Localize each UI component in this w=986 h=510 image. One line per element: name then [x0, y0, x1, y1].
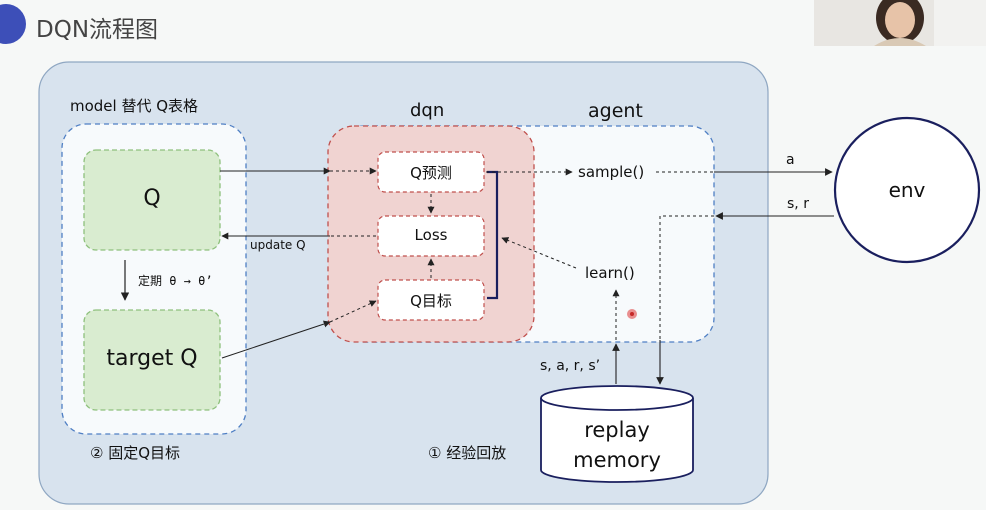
q-box — [83, 149, 221, 251]
obs-label: s, r — [787, 196, 809, 212]
q-predict-label: Q预测 — [410, 164, 452, 182]
obs-to-replay-arrow — [659, 215, 714, 340]
replay-label-line1: replay — [584, 418, 650, 442]
webcam-overlay — [814, 0, 986, 46]
q-box-label: Q — [143, 186, 161, 211]
sample-label: sample() — [578, 163, 645, 181]
learn-label: learn() — [585, 264, 635, 282]
replay-label-line2: memory — [573, 448, 661, 472]
target-to-dqn-arrow — [221, 320, 331, 359]
presenter-avatar-icon — [814, 0, 986, 46]
agent-header: agent — [588, 100, 643, 122]
loss-box — [377, 215, 485, 257]
learn-to-dqn-arrow — [501, 237, 577, 269]
action-label: a — [786, 152, 795, 168]
target-q-box — [83, 309, 221, 411]
update-q-label: update Q — [250, 238, 306, 252]
sync-label: 定期 θ → θ’ — [138, 274, 213, 288]
model-footer: ② 固定Q目标 — [90, 444, 181, 462]
model-header: model 替代 Q表格 — [70, 97, 199, 115]
replay-footer: ① 经验回放 — [428, 444, 507, 462]
dqn-header: dqn — [410, 100, 445, 121]
cursor-pointer-core-icon — [630, 312, 634, 316]
env-circle — [833, 116, 981, 264]
replay-memory-cylinder — [540, 385, 694, 483]
transition-label: s, a, r, s’ — [540, 358, 601, 374]
q-predict-box — [377, 151, 485, 193]
target-q-label: target Q — [106, 346, 198, 371]
q-target-box — [377, 279, 485, 321]
title-bar: DQN流程图 — [0, 0, 986, 52]
env-label: env — [888, 178, 926, 202]
loss-label: Loss — [414, 226, 448, 244]
dqn-to-qtarget-arrow — [329, 300, 377, 323]
page-title: DQN流程图 — [36, 17, 159, 43]
q-target-label: Q目标 — [410, 292, 452, 310]
